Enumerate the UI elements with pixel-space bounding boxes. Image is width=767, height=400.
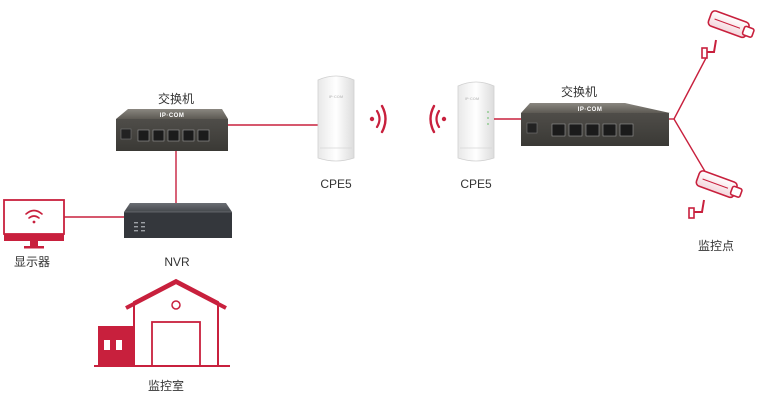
monitor-label: 显示器 — [14, 255, 50, 269]
wireless-signal-icon — [429, 104, 447, 134]
cpe-right-body — [457, 81, 495, 162]
monitoring-room-label: 监控室 — [148, 378, 184, 393]
cpe-right-label: CPE5 — [460, 177, 492, 191]
nvr: NVR — [124, 203, 232, 269]
switch-port — [152, 129, 165, 142]
cpe-left: IP·COM CPE5 — [317, 75, 387, 191]
switch-left-brand: IP·COM — [160, 113, 185, 119]
monitoring-point-label: 监控点 — [698, 239, 734, 253]
switch-port — [137, 129, 150, 142]
nvr-front — [124, 212, 232, 238]
monitor-stand — [30, 241, 38, 246]
house-annex-window — [104, 340, 110, 350]
cpe-left-label: CPE5 — [320, 177, 352, 191]
nvr-leds — [134, 222, 145, 232]
switch-right-top — [521, 103, 670, 113]
switch-right: 交换机 IP·COM — [521, 84, 670, 146]
monitor-screen — [3, 199, 65, 235]
house-roof — [125, 279, 227, 310]
house-door — [151, 321, 201, 367]
wireless-signal-icon — [369, 104, 387, 134]
security-camera-icon — [701, 10, 755, 59]
nvr-label: NVR — [164, 255, 190, 269]
switch-right-power-jack — [526, 122, 538, 134]
cpe-right: IP·COM CPE5 — [429, 81, 495, 191]
switch-left-top — [116, 109, 228, 119]
switch-left: 交换机 IP·COM — [116, 91, 228, 151]
cpe-right-brand: IP·COM — [465, 96, 480, 101]
house-annex-window — [116, 340, 122, 350]
monitor: 显示器 — [3, 199, 65, 269]
switch-port — [585, 123, 600, 137]
switch-port — [182, 129, 195, 142]
switch-port — [197, 129, 210, 142]
switch-port — [602, 123, 617, 137]
monitor-base — [24, 246, 44, 249]
cpe-right-leds — [487, 111, 489, 125]
switch-left-power-jack — [120, 128, 132, 140]
switch-left-label: 交换机 — [158, 91, 194, 106]
switch-port — [167, 129, 180, 142]
switch-port — [619, 123, 634, 137]
switch-right-ports — [551, 123, 634, 137]
cpe-left-brand: IP·COM — [329, 94, 344, 99]
switch-left-ports — [137, 129, 210, 142]
switch-right-brand: IP·COM — [578, 107, 603, 113]
cpe-left-body — [317, 75, 355, 162]
switch-port — [568, 123, 583, 137]
security-camera-icon — [688, 170, 743, 219]
switch-port — [551, 123, 566, 137]
monitor-chin — [4, 234, 64, 241]
nvr-top — [124, 203, 232, 212]
switch-right-label: 交换机 — [561, 84, 597, 99]
house-window-round — [171, 300, 181, 310]
house-icon: 监控室 — [94, 278, 230, 393]
wifi-monitor-icon — [25, 209, 43, 224]
link-to-camera-top — [673, 57, 707, 120]
